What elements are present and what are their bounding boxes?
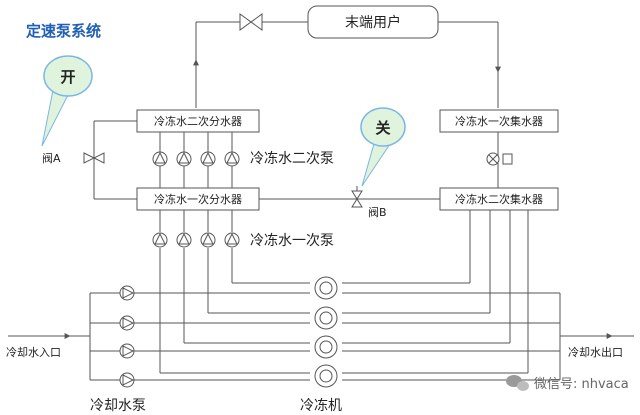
primary-pump-3 <box>200 232 216 248</box>
chiller-label: 冷冻机 <box>300 397 342 414</box>
terminal-user-box <box>307 5 439 39</box>
primary-pump-group <box>152 210 240 248</box>
secondary-pump-group <box>152 132 240 188</box>
primary-pump-4 <box>224 232 240 248</box>
secondary-pump-2 <box>176 151 192 167</box>
cooling-pump-1 <box>119 285 135 301</box>
secondary-pump-4 <box>224 151 240 167</box>
close-bubble: 关 <box>360 107 406 187</box>
primary-collector-label: 冷冻水一次集水器 <box>455 114 543 128</box>
secondary-pump-3 <box>200 151 216 167</box>
terminal-user-label: 末端用户 <box>345 14 401 31</box>
secondary-distributor-box <box>136 109 260 133</box>
outlet-label: 冷却水出口 <box>568 345 623 359</box>
chiller-group <box>314 276 338 388</box>
primary-collector-box <box>439 109 559 133</box>
secondary-collector-label: 冷冻水二次集水器 <box>455 192 543 206</box>
collector-valve-icon <box>486 152 513 166</box>
chiller-supply-lines <box>159 248 310 374</box>
close-bubble-text: 关 <box>375 119 390 137</box>
valve-a-icon <box>83 152 105 164</box>
cooling-pump-2 <box>119 315 135 331</box>
primary-distributor-label: 冷冻水一次分水器 <box>154 192 242 206</box>
valve-b-icon <box>351 186 363 208</box>
secondary-pump-1 <box>152 151 168 167</box>
watermark: 微信号: nhvaca <box>506 375 629 392</box>
watermark-text: 微信号: nhvaca <box>534 377 629 392</box>
diagram-title: 定速泵系统 <box>26 22 101 40</box>
primary-pump-label: 冷冻水一次泵 <box>250 232 334 249</box>
primary-pump-2 <box>176 232 192 248</box>
cooling-pump-4 <box>119 372 135 388</box>
wechat-icon <box>506 375 529 391</box>
cooling-pump-group <box>119 285 135 388</box>
valve-b-label: 阀B <box>368 205 387 219</box>
secondary-distributor-label: 冷冻水二次分水器 <box>154 114 242 128</box>
chiller-return-lines <box>342 210 529 374</box>
chiller-1 <box>314 276 338 300</box>
open-bubble: 开 <box>41 55 93 147</box>
chiller-2 <box>314 306 338 330</box>
valve-a-label: 阀A <box>42 151 61 165</box>
inlet-label: 冷却水入口 <box>6 346 61 359</box>
open-bubble-text: 开 <box>60 68 75 86</box>
chiller-3 <box>314 335 338 359</box>
top-valve-icon <box>239 13 263 31</box>
bypass-line-a <box>93 120 137 200</box>
supply-return-loop <box>193 21 501 108</box>
cooling-pump-3 <box>119 343 135 359</box>
cooling-pump-label: 冷却水泵 <box>90 398 146 414</box>
chiller-4 <box>314 364 338 388</box>
primary-pump-1 <box>152 232 168 248</box>
secondary-pump-label: 冷冻水二次泵 <box>250 150 334 167</box>
